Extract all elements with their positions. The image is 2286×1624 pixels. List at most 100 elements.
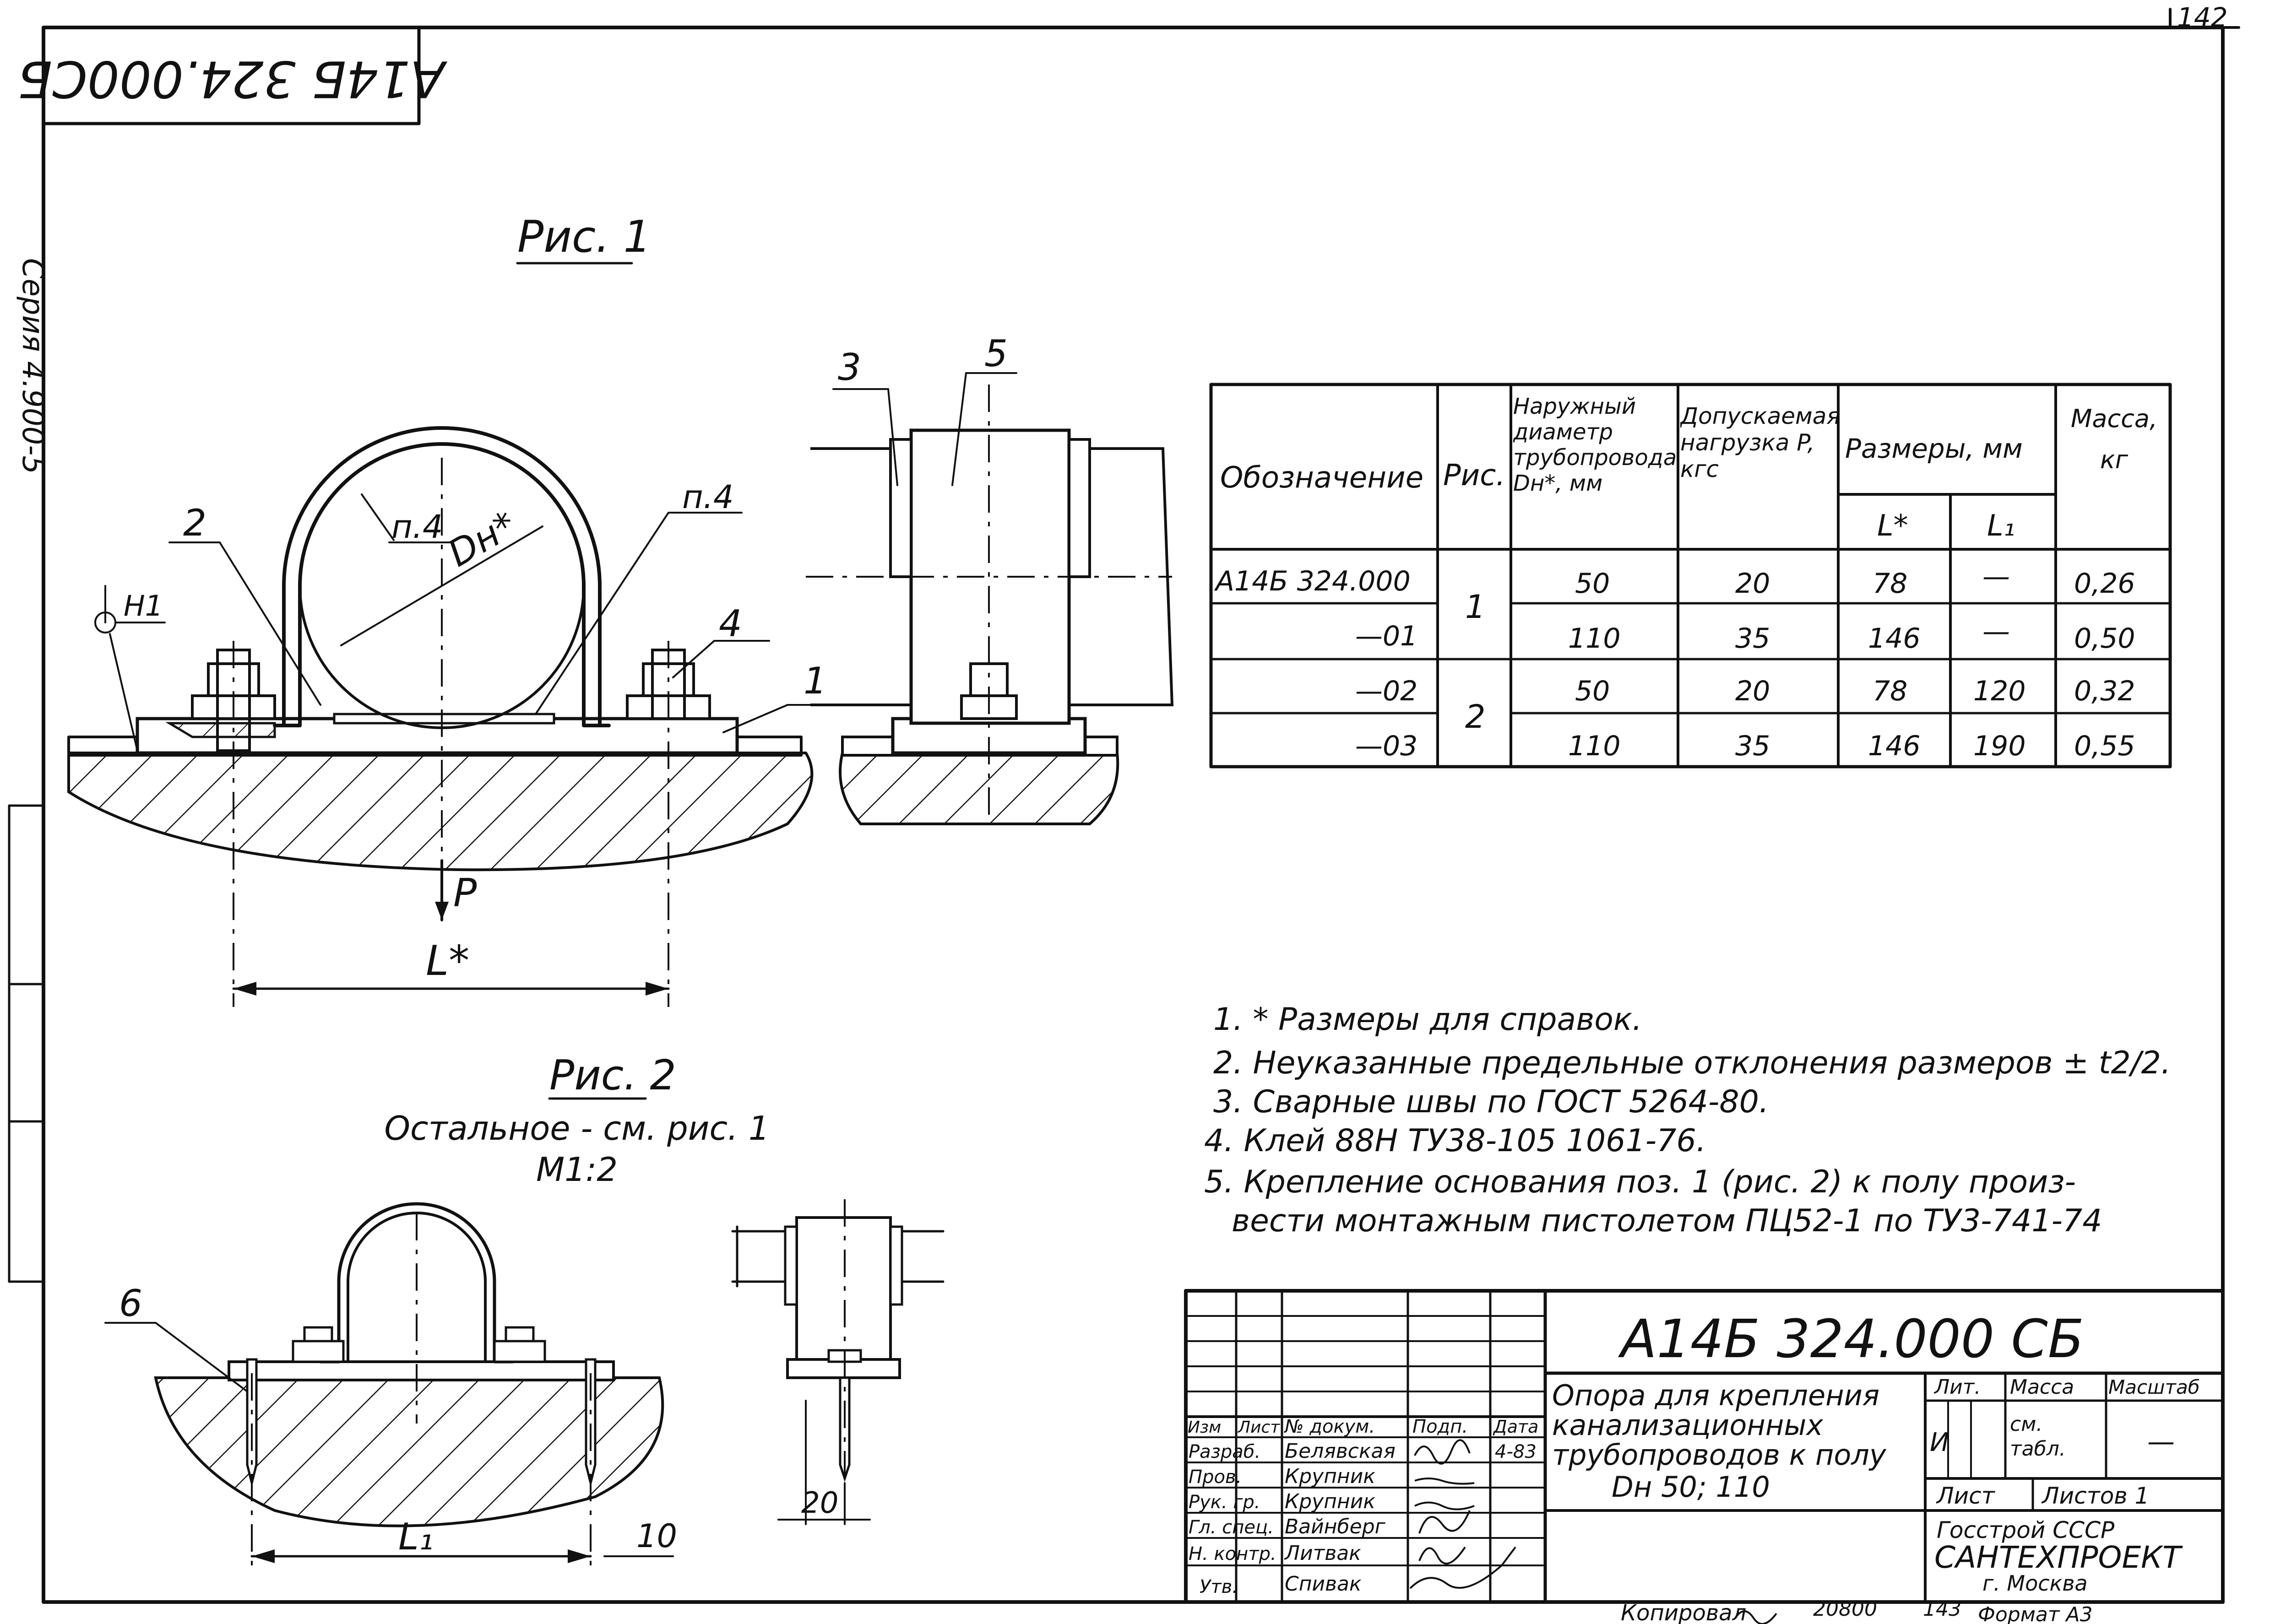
hdr-list: Лист: [1237, 1418, 1280, 1437]
note-5: 5. Крепление основания поз. 1 (рис. 2) к…: [1204, 1164, 2076, 1200]
cell-designation: —03: [1355, 730, 1417, 762]
table-row: —01 110 35 146 — 0,50: [1355, 616, 2135, 655]
title-line-3: трубопроводов к полу: [1552, 1438, 1887, 1472]
table-row: —03 110 35 146 190 0,55: [1355, 730, 2135, 762]
name-1: Белявская: [1285, 1440, 1395, 1463]
callout-3: 3: [838, 346, 861, 389]
title-line-4: Dн 50; 110: [1612, 1470, 1770, 1504]
role-3: Рук. гр.: [1189, 1492, 1260, 1513]
fig2-scale: М1:2: [536, 1150, 618, 1189]
cell-dn: 110: [1568, 623, 1621, 655]
dim-p4-inner: п.4: [391, 508, 443, 546]
role-5: Н. контр.: [1189, 1543, 1276, 1564]
scale-label: Масштаб: [2108, 1376, 2200, 1398]
cell-l1: 190: [1973, 730, 2026, 762]
fig2-side-view: 20: [731, 1199, 945, 1525]
cell-l1: 120: [1973, 675, 2026, 707]
th-fig: Рис.: [1443, 459, 1505, 493]
cell-fig: 1: [1465, 588, 1486, 626]
th-l1: L₁: [1987, 509, 2015, 543]
left-series-stamp: Серия 4.900-5: [16, 258, 49, 474]
note-5-cont: вести монтажным пистолетом ПЦ52-1 по ТУ3…: [1232, 1203, 2102, 1239]
copier-signature: [1734, 1610, 1777, 1624]
fig1-front-view: Dн* п.4 п.4 Н1 2 4 1 P L*: [67, 426, 827, 1007]
cell-l: 78: [1873, 568, 1907, 600]
fig2-front-view: 6 L₁ 10: [104, 1202, 677, 1565]
lit-label: Лит.: [1933, 1375, 1981, 1399]
table-row: А14Б 324.000 1 50 20 78 — 0,26: [1214, 561, 2135, 626]
dim-h1: Н1: [124, 589, 163, 623]
role-1: Разраб.: [1189, 1441, 1260, 1462]
rotated-code: А14Б 324.000СБ: [18, 50, 448, 108]
hdr-izm: Изм: [1188, 1418, 1221, 1437]
name-2: Крупник: [1285, 1465, 1375, 1488]
hdr-date: Дата: [1493, 1417, 1538, 1437]
dim-l1-label: L₁: [398, 1516, 434, 1558]
mass-value: см. табл.: [2010, 1413, 2066, 1461]
name-5: Литвак: [1284, 1542, 1361, 1565]
dim-10: 10: [636, 1517, 677, 1555]
cell-load: 35: [1735, 730, 1770, 762]
fig2-note: Остальное - см. рис. 1: [384, 1109, 769, 1148]
copy-sheet: 143: [1923, 1597, 1961, 1621]
org-line-1: Госстрой СССР: [1937, 1517, 2115, 1543]
th-l: L*: [1877, 509, 1908, 543]
dim-p4-outer: п.4: [682, 478, 734, 516]
hdr-doc-no: № докум.: [1284, 1416, 1375, 1437]
cell-l: 146: [1868, 730, 1921, 762]
cell-load: 35: [1735, 623, 1770, 655]
note-4: 4. Клей 88Н ТУ38-105 1061-76.: [1204, 1123, 1706, 1159]
sheet-label: Лист: [1936, 1483, 1996, 1509]
format-label: Формат А3: [1978, 1603, 2093, 1624]
cell-load: 20: [1735, 568, 1770, 600]
sheets-label: Листов 1: [2041, 1483, 2149, 1509]
th-designation: Обозначение: [1220, 461, 1423, 495]
cell-l1: —: [1982, 561, 2010, 593]
th-load: Допускаемая нагрузка P, кгс: [1680, 403, 1838, 482]
cell-l: 78: [1873, 675, 1907, 707]
mass-label: Масса: [2010, 1375, 2074, 1399]
cell-fig: 2: [1465, 698, 1486, 736]
fig1-title: Рис. 1: [517, 212, 651, 262]
fig1-side-view: 3 5: [806, 332, 1174, 825]
fig2-title: Рис. 2: [549, 1051, 676, 1099]
lit-value: И: [1930, 1428, 1949, 1457]
th-dimensions: Размеры, мм: [1845, 433, 2023, 464]
callout-6: 6: [119, 1282, 142, 1325]
hdr-sign: Подп.: [1412, 1416, 1468, 1437]
table-row: —02 2 50 20 78 120 0,32: [1355, 675, 2135, 736]
scale-value: —: [2147, 1426, 2175, 1458]
cell-dn: 110: [1568, 730, 1621, 762]
cell-l: 146: [1868, 623, 1921, 655]
role-6: Утв.: [1200, 1576, 1238, 1597]
fig1-floor: [67, 752, 814, 872]
callout-2: 2: [183, 502, 206, 544]
note-2: 2. Неуказанные предельные отклонения раз…: [1213, 1045, 2171, 1081]
callout-1: 1: [804, 660, 827, 702]
cell-l1: —: [1982, 616, 2010, 648]
cell-dn: 50: [1575, 568, 1610, 600]
th-mass: Масса, кг: [2070, 404, 2158, 474]
dim-l-label: L*: [426, 937, 469, 985]
role-2: Пров.: [1189, 1467, 1242, 1488]
cell-mass: 0,55: [2074, 730, 2135, 762]
org-line-2: САНТЕХПРОЕКТ: [1934, 1540, 2183, 1575]
note-3: 3. Сварные швы по ГОСТ 5264-80.: [1213, 1084, 1769, 1120]
title-line-1: Опора для крепления: [1552, 1379, 1879, 1412]
cell-load: 20: [1735, 675, 1770, 707]
title-block: А14Б 324.000 СБ Опора для крепления кана…: [1184, 1289, 2225, 1604]
cell-mass: 0,26: [2074, 568, 2135, 600]
callout-4: 4: [719, 602, 742, 645]
dim-dn-label: Dн*: [441, 503, 523, 575]
sheet-frame: [8, 8, 2240, 1604]
signatures: [1409, 1439, 1516, 1589]
cell-mass: 0,50: [2074, 623, 2135, 655]
cell-designation: —01: [1355, 620, 1417, 652]
copy-order: 20800: [1813, 1597, 1877, 1621]
notes: 1. * Размеры для справок. 2. Неуказанные…: [1204, 1001, 2171, 1239]
name-6: Спивак: [1285, 1572, 1362, 1596]
dim-20: 20: [801, 1486, 838, 1520]
cell-designation: А14Б 324.000: [1214, 565, 1411, 597]
spec-table: Обозначение Рис. Наружный диаметр трубоп…: [1209, 383, 2172, 769]
th-outer-diameter: Наружный диаметр трубопровода Dн*, мм: [1513, 394, 1677, 496]
